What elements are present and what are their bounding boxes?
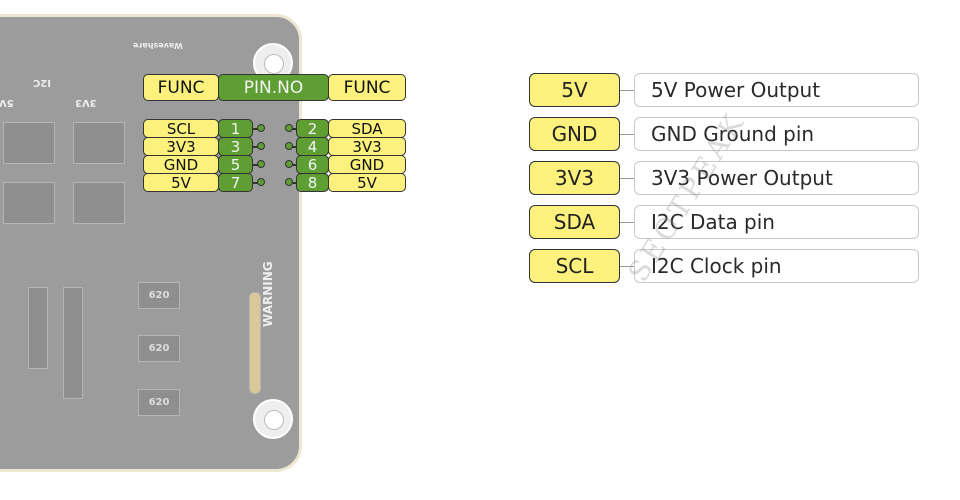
legend-connector <box>620 90 634 91</box>
header-pin-no: PIN.NO <box>218 74 329 101</box>
resistor-array <box>63 287 83 399</box>
pin-number-left: 7 <box>218 173 253 192</box>
pin-number-left: 5 <box>218 155 253 174</box>
inductor: 620 <box>138 389 180 416</box>
pin-func-left: 3V3 <box>143 137 219 156</box>
pin-number-right: 2 <box>296 119 329 138</box>
pin-dot <box>257 142 265 150</box>
pin-wire <box>253 182 258 184</box>
legend-pin-name: GND <box>529 117 620 151</box>
ic-chip <box>3 122 55 164</box>
pin-wire <box>292 164 297 166</box>
silk-3v3: 3V3 <box>75 97 97 108</box>
ic-chip <box>73 122 125 164</box>
legend-pin-name: SDA <box>529 205 620 239</box>
ic-chip <box>73 182 125 224</box>
mount-hole <box>253 399 293 439</box>
inductor: 620 <box>138 335 180 362</box>
resistor-array <box>28 287 48 369</box>
pin-wire <box>292 146 297 148</box>
pin-dot <box>257 160 265 168</box>
pin-number-left: 1 <box>218 119 253 138</box>
pin-func-right: 5V <box>328 173 406 192</box>
legend-pin-name: SCL <box>529 249 620 283</box>
pin-func-left: GND <box>143 155 219 174</box>
led-indicators <box>249 292 261 394</box>
pin-func-right: SDA <box>328 119 406 138</box>
legend-description: 3V3 Power Output <box>634 161 919 195</box>
pin-wire <box>253 128 258 130</box>
pin-number-right: 6 <box>296 155 329 174</box>
pin-wire <box>253 146 258 148</box>
pin-number-right: 4 <box>296 137 329 156</box>
pin-dot <box>257 178 265 186</box>
pin-wire <box>292 128 297 130</box>
pin-wire <box>253 164 258 166</box>
header-func-right: FUNC <box>328 74 406 101</box>
legend-description: 5V Power Output <box>634 73 919 107</box>
pin-func-left: 5V <box>143 173 219 192</box>
mount-hole <box>253 43 293 83</box>
silk-warning: WARNING <box>261 261 275 327</box>
pin-dot <box>257 124 265 132</box>
header-func-left: FUNC <box>143 74 219 101</box>
legend-pin-name: 5V <box>529 73 620 107</box>
legend-connector <box>620 178 634 179</box>
pin-func-right: GND <box>328 155 406 174</box>
legend-connector <box>620 266 634 267</box>
pin-wire <box>292 182 297 184</box>
silk-i2c: I2C <box>33 77 52 88</box>
legend-description: I2C Data pin <box>634 205 919 239</box>
inductor: 620 <box>138 282 180 309</box>
ic-chip <box>3 182 55 224</box>
legend-description: GND Ground pin <box>634 117 919 151</box>
legend-description: I2C Clock pin <box>634 249 919 283</box>
legend-connector <box>620 134 634 135</box>
silk-5v: 5V <box>0 97 14 108</box>
brand-silk: Waveshare <box>133 41 183 50</box>
legend-pin-name: 3V3 <box>529 161 620 195</box>
pin-func-right: 3V3 <box>328 137 406 156</box>
pin-number-left: 3 <box>218 137 253 156</box>
pin-number-right: 8 <box>296 173 329 192</box>
pin-func-left: SCL <box>143 119 219 138</box>
legend-connector <box>620 222 634 223</box>
